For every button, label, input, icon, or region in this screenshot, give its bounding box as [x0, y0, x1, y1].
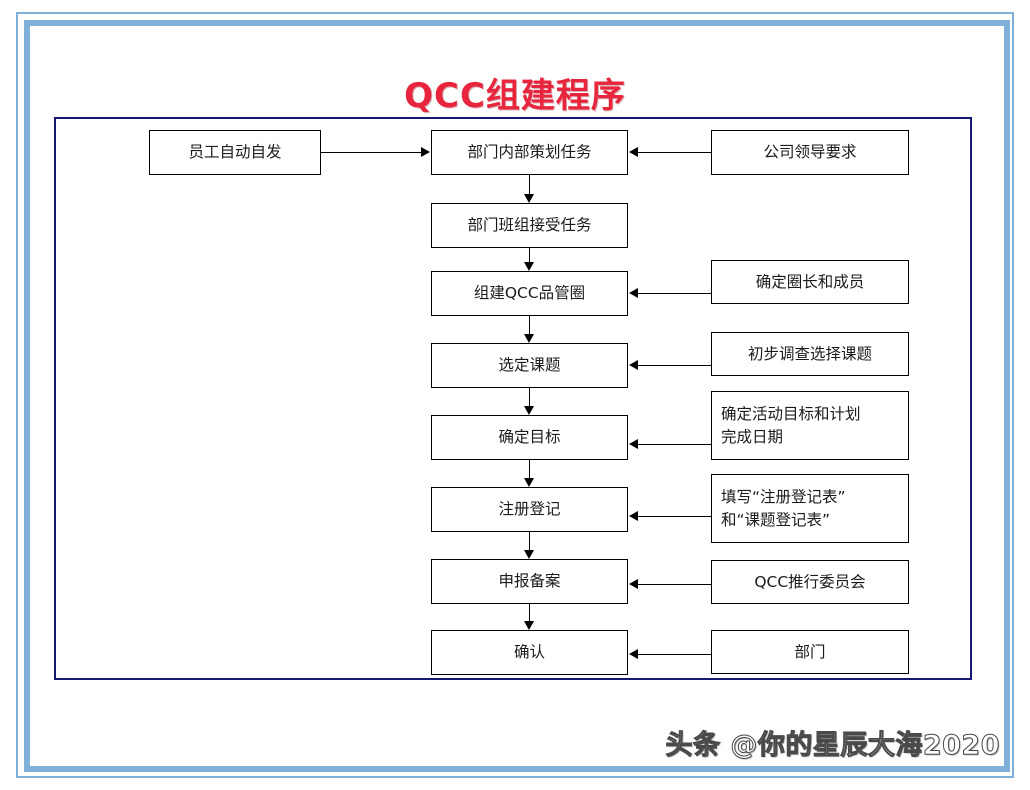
arrowhead-left-icon — [629, 360, 638, 370]
flow-node-confirm-goal[interactable]: 确定目标 — [431, 415, 628, 460]
flow-node-label: 注册登记 — [498, 500, 561, 519]
flow-node-confirmation[interactable]: 确认 — [431, 630, 628, 675]
flow-node-label: 部门 — [794, 642, 826, 661]
flow-node-department[interactable]: 部门 — [711, 630, 909, 674]
flow-node-report-filing[interactable]: 申报备案 — [431, 559, 628, 604]
flowchart-container: 员工自动自发 部门内部策划任务 公司领导要求 部门班组接受任务 组建QCC品管圈… — [54, 117, 972, 680]
arrowhead-right-icon — [421, 147, 430, 157]
flow-node-label: 公司领导要求 — [763, 143, 857, 162]
page-title: QCC组建程序 — [404, 76, 626, 116]
flow-node-label: 初步调查选择课题 — [747, 344, 872, 363]
flow-node-label: 员工自动自发 — [188, 143, 282, 162]
flow-node-label: 部门班组接受任务 — [467, 216, 592, 235]
connector-employee-to-planning — [321, 152, 421, 153]
flow-node-employee-initiative[interactable]: 员工自动自发 — [149, 130, 321, 175]
flow-node-label: 申报备案 — [498, 572, 561, 591]
flow-node-confirm-leader-members[interactable]: 确定圈长和成员 — [711, 260, 909, 304]
connector-r6-to-n6 — [638, 516, 711, 517]
connector-r7-to-n7 — [638, 584, 711, 585]
arrowhead-left-icon — [629, 439, 638, 449]
flow-node-label: 组建QCC品管圈 — [473, 284, 586, 303]
arrowhead-left-icon — [629, 147, 638, 157]
arrowhead-left-icon — [629, 511, 638, 521]
connector-r3-to-n3 — [638, 293, 711, 294]
watermark-text: 头条 @你的星辰大海2020 — [665, 730, 1000, 762]
slide-outer-border — [16, 12, 1014, 778]
flow-node-label: 选定课题 — [498, 356, 561, 375]
flow-node-registration[interactable]: 注册登记 — [431, 487, 628, 532]
flow-node-label: 部门内部策划任务 — [467, 143, 592, 162]
connector-n3-to-n4 — [529, 316, 530, 334]
flow-node-preliminary-survey-topic[interactable]: 初步调查选择课题 — [711, 332, 909, 376]
arrowhead-left-icon — [629, 288, 638, 298]
arrowhead-down-icon — [524, 194, 534, 203]
connector-r5-to-n5 — [638, 444, 711, 445]
connector-r8-to-n8 — [638, 654, 711, 655]
flow-node-select-topic[interactable]: 选定课题 — [431, 343, 628, 388]
flow-node-dept-planning-task[interactable]: 部门内部策划任务 — [431, 130, 628, 175]
flow-node-label: 确认 — [513, 643, 545, 662]
flow-node-label: 确定圈长和成员 — [755, 272, 865, 291]
arrowhead-down-icon — [524, 621, 534, 630]
flow-node-label: QCC推行委员会 — [754, 572, 866, 591]
arrowhead-left-icon — [629, 579, 638, 589]
flow-node-label: 确定活动目标和计划 完成日期 — [721, 405, 861, 446]
connector-n1-to-n2 — [529, 175, 530, 194]
connector-n7-to-n8 — [529, 604, 530, 621]
connector-n4-to-n5 — [529, 388, 530, 406]
flow-node-team-accepts-task[interactable]: 部门班组接受任务 — [431, 203, 628, 248]
flow-node-activity-goal-and-plan[interactable]: 确定活动目标和计划 完成日期 — [711, 391, 909, 460]
flow-node-label: 填写“注册登记表” 和“课题登记表” — [721, 488, 846, 529]
arrowhead-down-icon — [524, 262, 534, 271]
connector-r4-to-n4 — [638, 365, 711, 366]
connector-leader-to-planning — [638, 152, 711, 153]
flow-node-company-leader-request[interactable]: 公司领导要求 — [711, 130, 909, 175]
arrowhead-down-icon — [524, 334, 534, 343]
flow-node-label: 确定目标 — [498, 428, 561, 447]
flow-node-qcc-promotion-committee[interactable]: QCC推行委员会 — [711, 560, 909, 604]
connector-n2-to-n3 — [529, 248, 530, 262]
connector-n6-to-n7 — [529, 532, 530, 550]
arrowhead-left-icon — [629, 649, 638, 659]
arrowhead-down-icon — [524, 550, 534, 559]
arrowhead-down-icon — [524, 406, 534, 415]
connector-n5-to-n6 — [529, 460, 530, 478]
flow-node-fill-registration-forms[interactable]: 填写“注册登记表” 和“课题登记表” — [711, 474, 909, 543]
flow-node-establish-qcc-circle[interactable]: 组建QCC品管圈 — [431, 271, 628, 316]
arrowhead-down-icon — [524, 478, 534, 487]
